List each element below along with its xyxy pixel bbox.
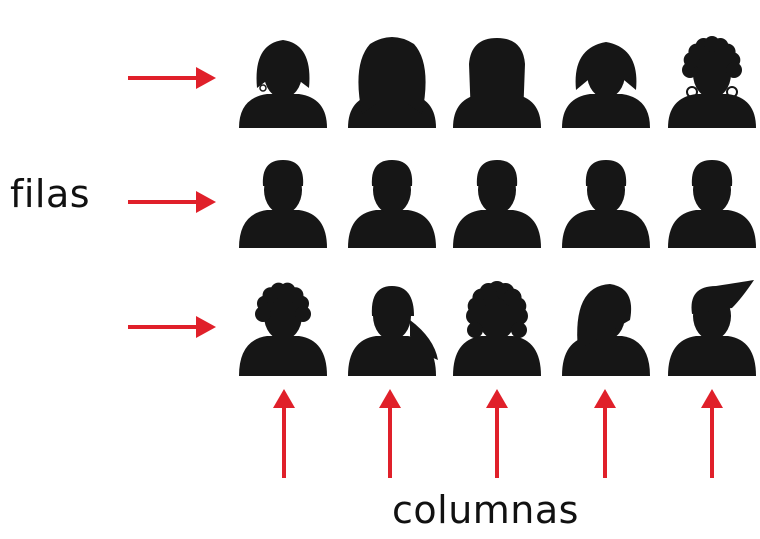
row-arrow-3: [128, 316, 216, 338]
avatar-long-wavy-r1-c2: [348, 37, 436, 128]
column-arrow-4: [594, 389, 616, 478]
avatar-wavy-short-r1-c4: [562, 42, 650, 128]
row-arrow-2: [128, 191, 216, 213]
avatar-male-short-r2-c4: [562, 160, 650, 248]
avatar-male-short-r2-c5: [668, 160, 756, 248]
avatar-male-short-r2-c1: [239, 160, 327, 248]
avatar-curly-earrings-r3-c3: [453, 281, 541, 376]
avatar-side-swept-r3-c4: [562, 284, 650, 376]
avatar-male-short-r2-c3: [453, 160, 541, 248]
avatar-bob-earrings-r1-c1: [239, 40, 327, 128]
avatar-male-short-r2-c2: [348, 160, 436, 248]
avatar-long-straight-r1-c3: [453, 38, 541, 128]
column-arrow-3: [486, 389, 508, 478]
column-arrow-5: [701, 389, 723, 478]
columns-label: columnas: [392, 488, 579, 532]
column-arrow-1: [273, 389, 295, 478]
avatar-swoop-r3-c5: [668, 280, 756, 376]
avatar-curly-short-r3-c1: [239, 282, 327, 376]
avatar-curly-hoops-r1-c5: [668, 36, 756, 128]
avatar-ponytail-r3-c2: [348, 286, 438, 376]
row-arrow-1: [128, 67, 216, 89]
column-arrow-2: [379, 389, 401, 478]
rows-label: filas: [10, 172, 91, 216]
